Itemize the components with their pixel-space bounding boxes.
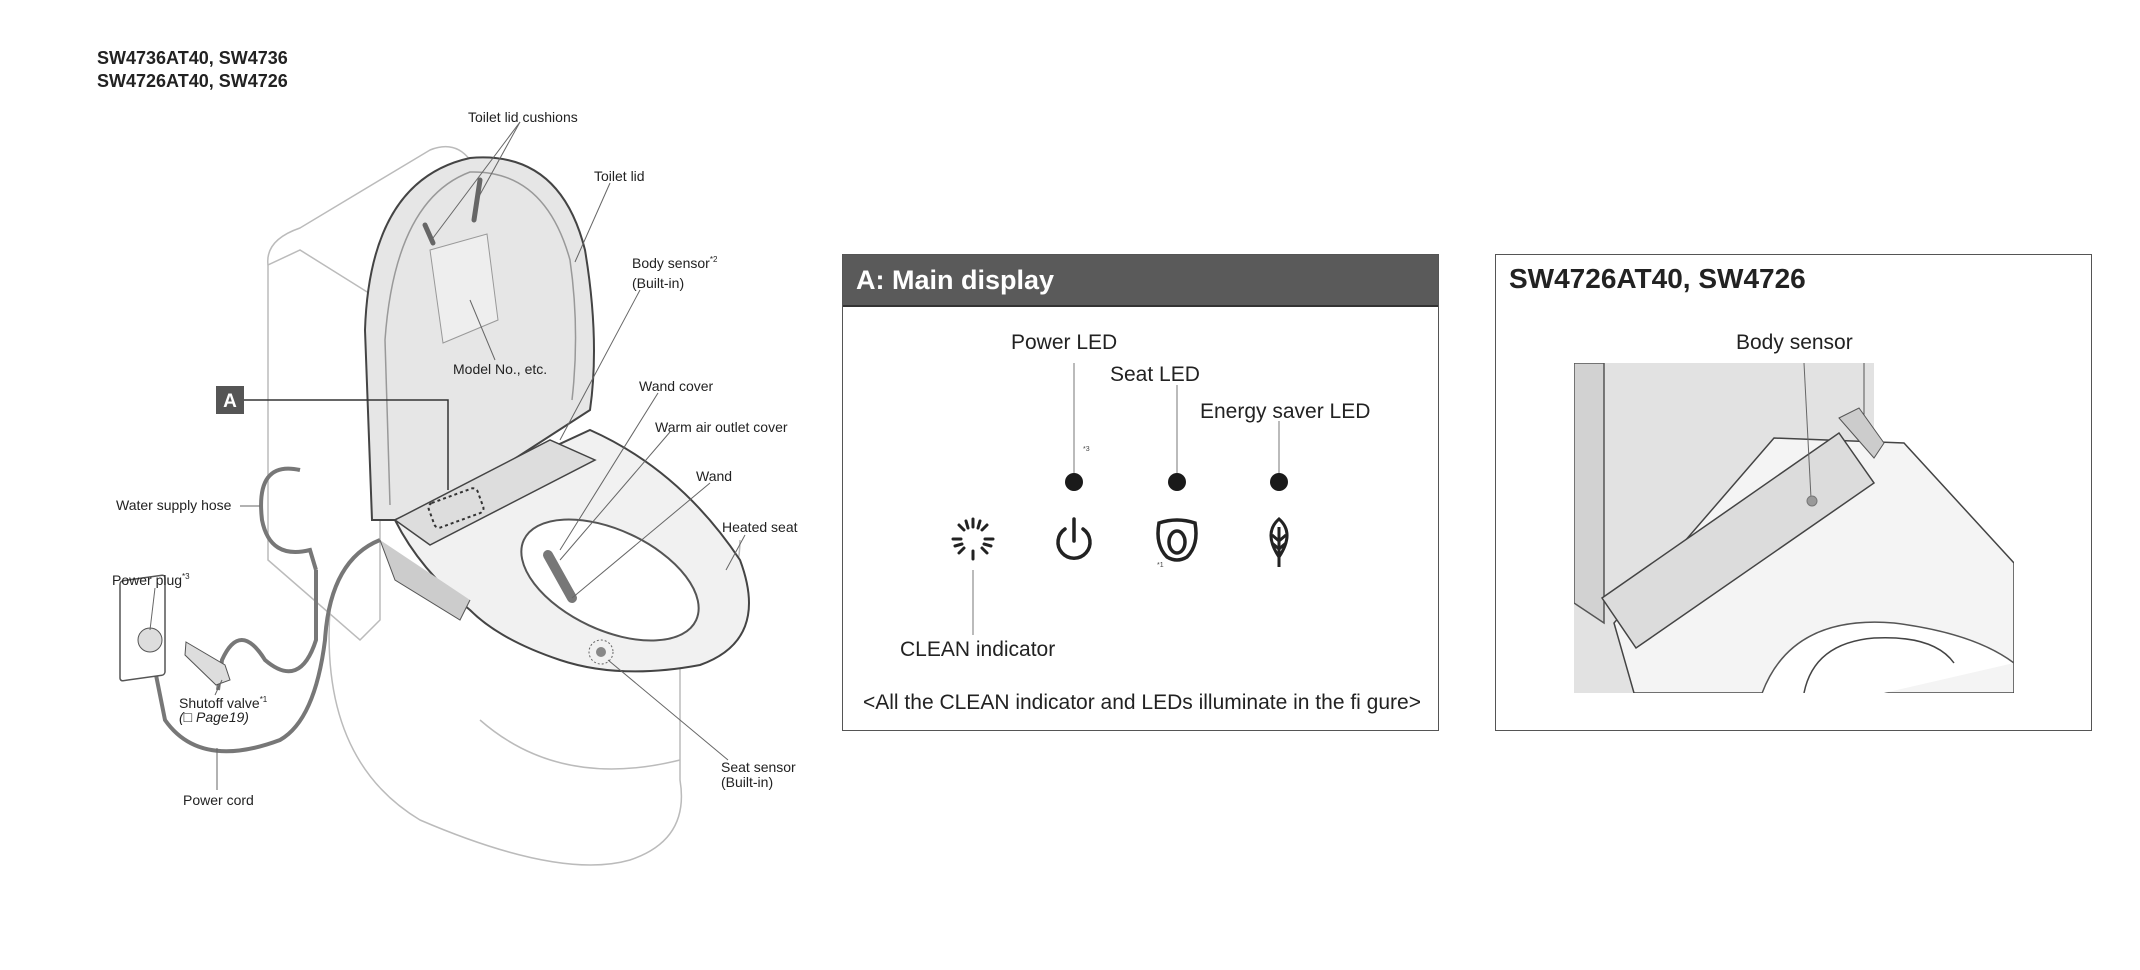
main-display-panel: A: Main display Power LED Seat LED Energ… — [842, 254, 1439, 731]
label-shutoff-ref[interactable]: (□ Page19) — [179, 709, 249, 725]
model-heading-2: SW4726AT40, SW4726 — [97, 71, 288, 91]
label-body-sensor-builtin: (Built-in) — [632, 275, 684, 291]
shutoff-valve — [184, 641, 231, 686]
water-supply-hose — [216, 466, 318, 691]
seat-led — [1168, 473, 1186, 491]
body-sensor-label: Body sensor — [1736, 331, 1853, 354]
clean-indicator-label: CLEAN indicator — [900, 638, 1056, 661]
seat-sensor-mark — [588, 639, 614, 665]
seat-icon — [1156, 518, 1198, 562]
clean-icon — [951, 517, 995, 561]
main-display-title: A: Main display — [843, 255, 1438, 307]
leader-lines — [149, 121, 746, 790]
toilet-lid — [363, 156, 595, 521]
label-water-hose: Water supply hose — [116, 497, 232, 513]
label-heated-seat: Heated seat — [722, 519, 798, 535]
body-sensor-illustration — [1574, 363, 2014, 693]
label-power-plug: Power plug*3 — [112, 572, 190, 588]
label-seat-sensor-builtin: (Built-in) — [721, 774, 773, 790]
label-shutoff-valve: Shutoff valve*1 — [179, 695, 268, 711]
seat-led-label: Seat LED — [1110, 363, 1200, 386]
model-heading-1: SW4736AT40, SW4736 — [97, 48, 288, 68]
label-power-cord: Power cord — [183, 792, 254, 808]
label-lid-cushions: Toilet lid cushions — [468, 109, 578, 125]
label-seat-sensor: Seat sensor — [721, 759, 796, 775]
model-label-plate — [429, 233, 499, 344]
power-note: *3 — [1083, 446, 1090, 453]
leaf-icon — [1269, 517, 1289, 567]
energy-saver-led — [1270, 473, 1288, 491]
power-cord — [150, 538, 381, 754]
display-icons: *3 *1 — [951, 363, 1289, 635]
power-icon — [1056, 517, 1092, 560]
label-body-sensor: Body sensor*2 — [632, 255, 718, 271]
label-toilet-lid: Toilet lid — [594, 168, 645, 184]
seat-note: *1 — [1157, 562, 1164, 569]
wand — [543, 550, 577, 603]
callout-a-box — [216, 386, 244, 414]
body-sensor-dot — [1806, 495, 1818, 507]
label-wand-cover: Wand cover — [639, 378, 714, 394]
illumination-footnote: <All the CLEAN indicator and LEDs illumi… — [863, 691, 1421, 714]
toilet-diagram: A Toilet lid cushions Toilet lid Body se… — [112, 109, 798, 866]
label-model-no: Model No., etc. — [453, 361, 547, 377]
body-sensor-detail-panel: SW4726AT40, SW4726 Body sensor — [1495, 254, 2092, 731]
label-wand: Wand — [696, 468, 732, 484]
label-warm-air-outlet: Warm air outlet cover — [655, 419, 788, 435]
power-led — [1065, 473, 1083, 491]
callout-a-label: A — [223, 391, 237, 412]
energy-saver-led-label: Energy saver LED — [1200, 400, 1371, 423]
detail-panel-title: SW4726AT40, SW4726 — [1509, 263, 1806, 294]
main-display-outline — [427, 487, 485, 529]
power-outlet — [119, 574, 166, 682]
power-led-label: Power LED — [1011, 331, 1118, 354]
